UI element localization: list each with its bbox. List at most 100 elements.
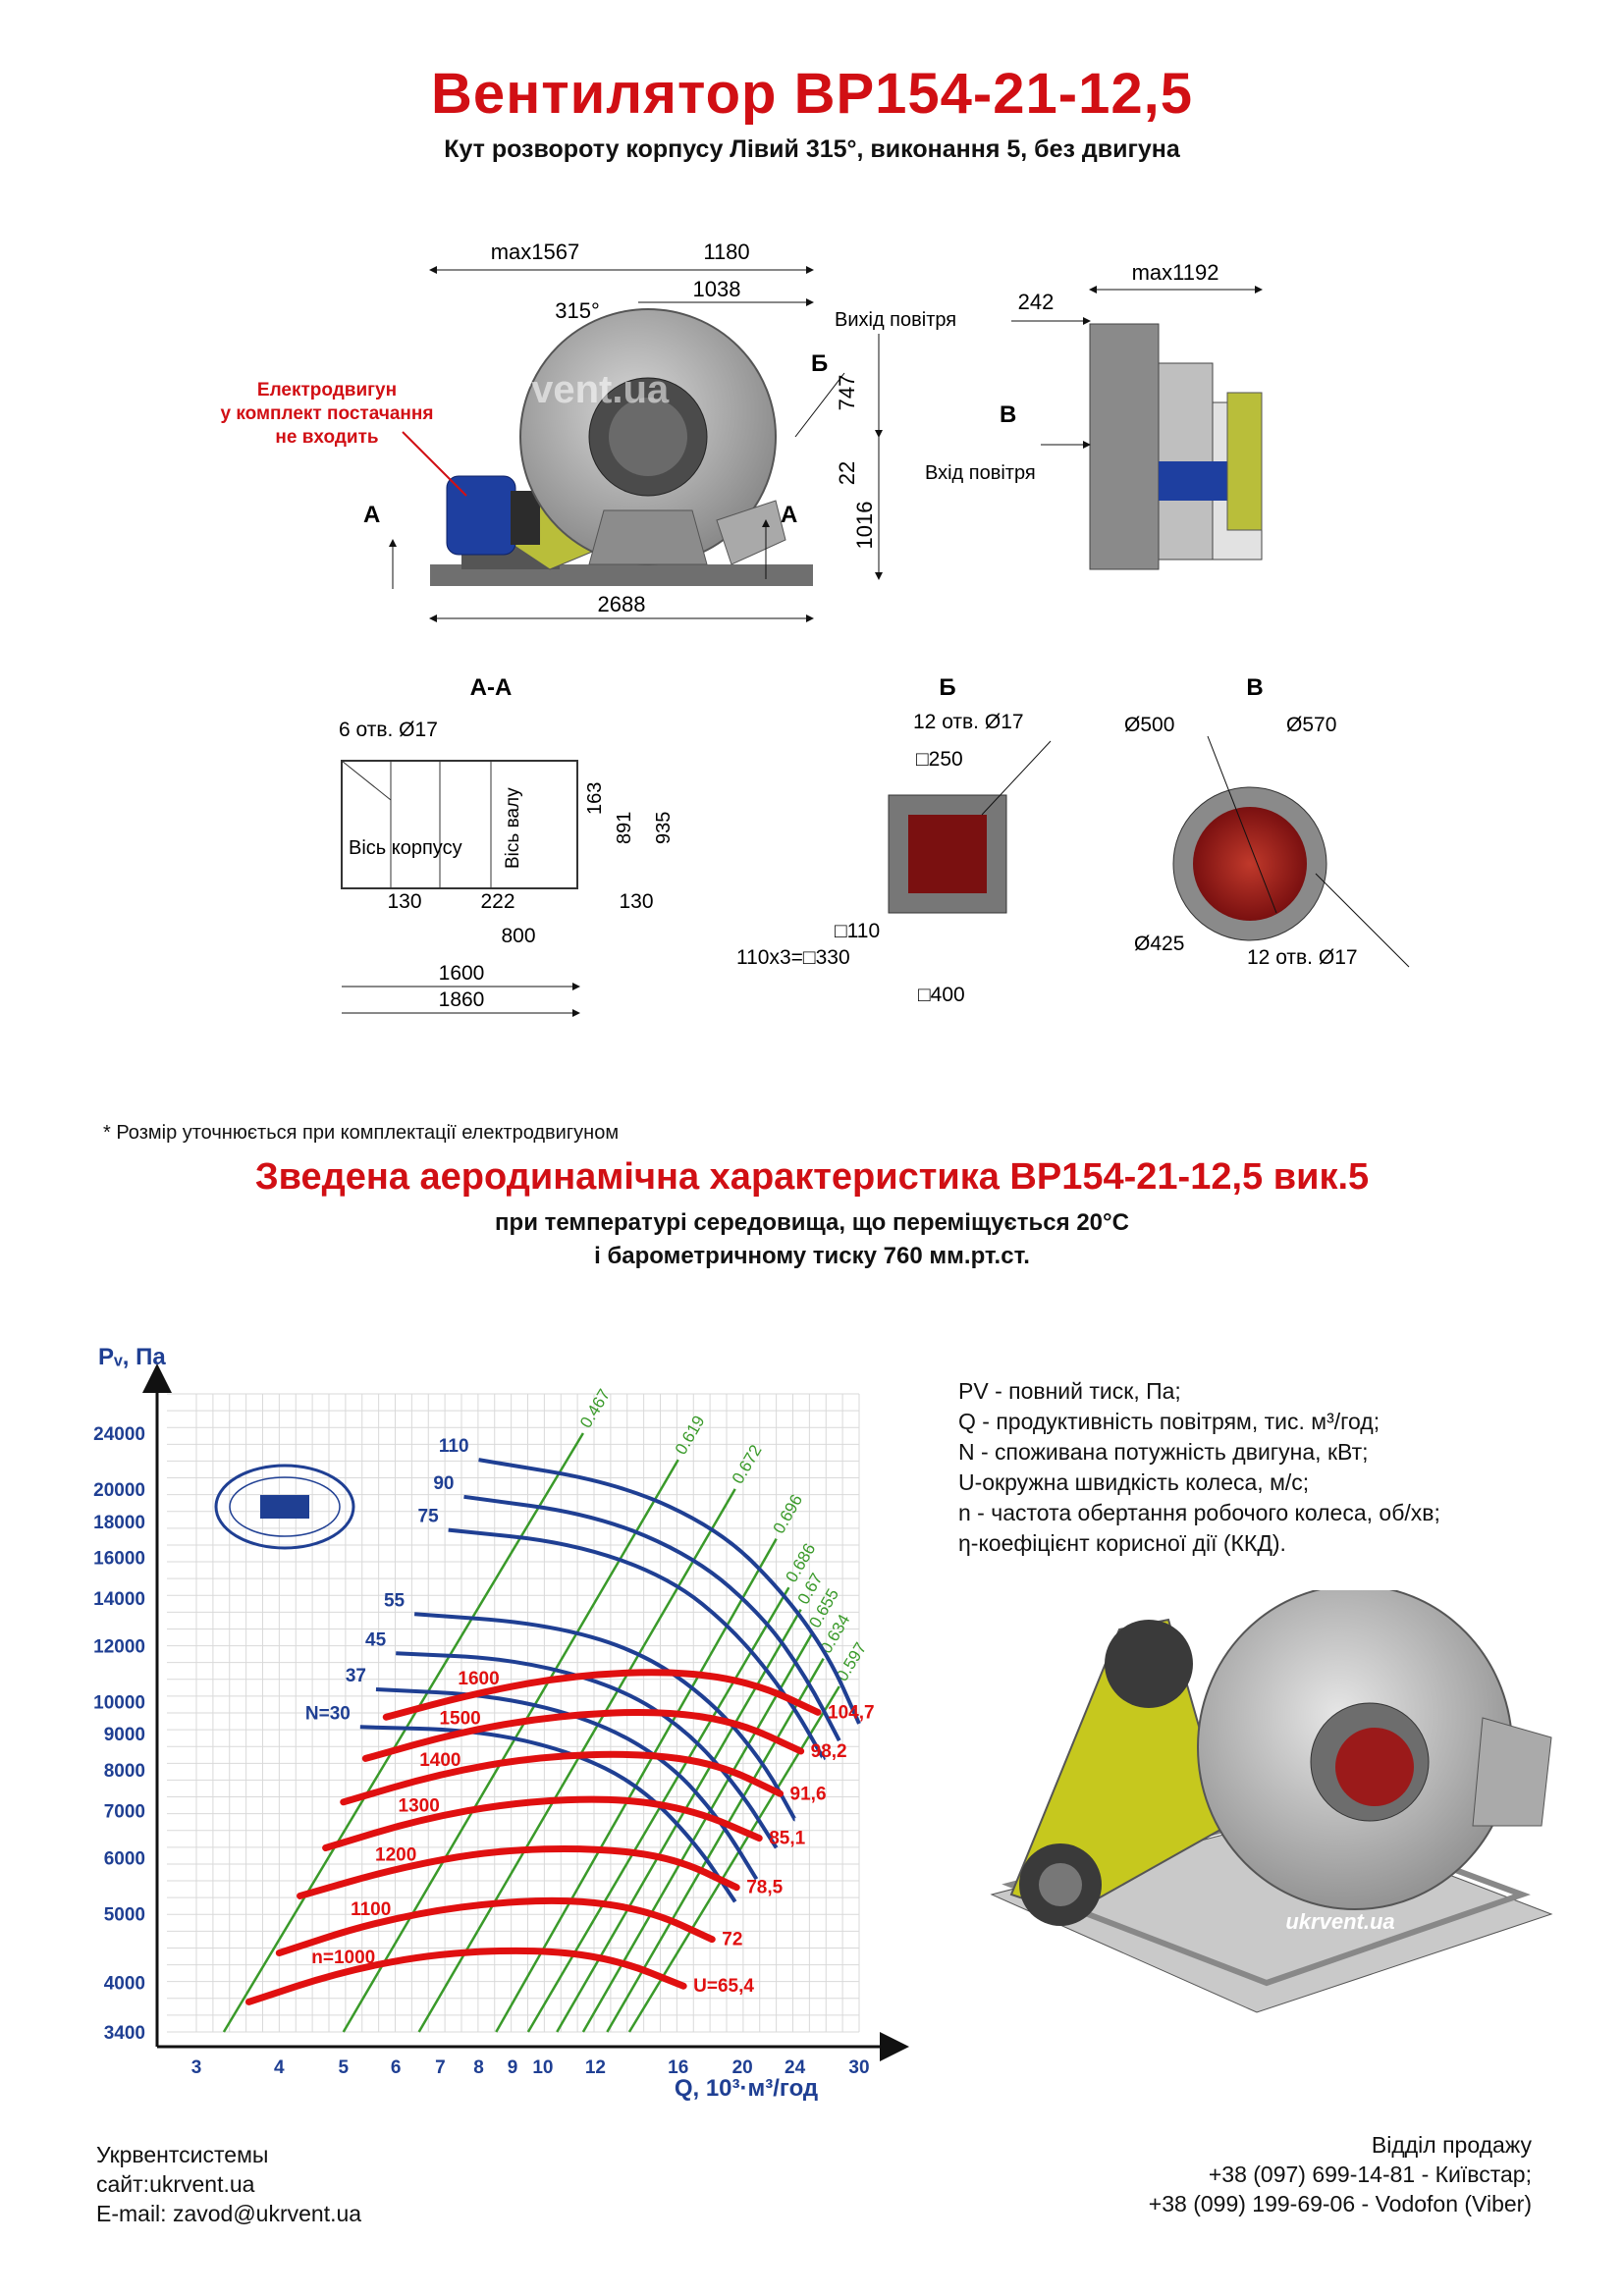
y-tick-label: 8000 [104,1761,145,1782]
x-tick-label: 20 [732,2057,753,2078]
technical-drawings: max1567 1180 1038 315° 747 22 1016 2688 … [221,240,1410,1017]
legend-item: n - частота обертання робочого колеса, о… [958,1500,1440,1525]
dim-1038: 1038 [693,277,741,301]
page-subtitle: Кут розвороту корпусу Лівий 315°, викона… [444,135,1180,163]
footnote: * Розмір уточнюється при комплектації ел… [103,1122,620,1144]
motor-note: Електродвигун у комплект постачання не в… [221,380,467,497]
svg-text:222: 222 [480,890,514,913]
speed-label: 1400 [419,1750,460,1771]
u-label: 78,5 [746,1878,783,1898]
speed-label: 1200 [375,1844,416,1865]
u-label: 72 [722,1930,742,1950]
efficiency-line [222,1432,584,2033]
svg-text:Ø500: Ø500 [1124,714,1174,736]
speed-curve [244,1947,687,2005]
y-tick-label: 18000 [93,1513,145,1533]
efficiency-label: 0.467 [576,1386,614,1431]
svg-text:163: 163 [584,782,606,815]
legend-item: N - споживана потужність двигуна, кВт; [958,1439,1369,1465]
efficiency-line [556,1608,802,2033]
speed-curve [340,1750,785,1806]
speed-curve [297,1844,740,1899]
chart-grid [167,1393,860,2033]
dim-242: 242 [1018,290,1055,314]
y-tick-label: 9000 [104,1725,145,1745]
y-tick-label: 7000 [104,1802,145,1823]
section-a-right: А [781,502,797,528]
u-label: 91,6 [790,1784,827,1804]
efficiency-line [417,1488,736,2033]
svg-text:1860: 1860 [439,988,485,1011]
dim-2688: 2688 [598,592,646,616]
view-b-mark: В [1000,401,1016,428]
section-b-mark: Б [811,350,828,377]
y-tick-label: 20000 [93,1480,145,1501]
chart-title: Зведена аеродинамічна характеристика ВР1… [254,1156,1370,1198]
chart-axes [142,1363,909,2061]
x-tick-label: 5 [338,2057,349,2078]
svg-text:6 отв. Ø17: 6 отв. Ø17 [339,719,438,741]
u-label: U=65,4 [693,1976,754,1997]
fan-illustration: ukrvent.ua [990,1590,1553,2013]
svg-text:12 отв. Ø17: 12 отв. Ø17 [913,711,1024,733]
power-label: 110 [439,1436,469,1457]
outlet-label: Вихід повітря [835,309,956,331]
company-name: Укрвентсистемы [96,2142,269,2167]
watermark: ukrvent.ua [470,368,670,411]
svg-text:935: 935 [653,812,675,844]
svg-text:□250: □250 [916,748,963,771]
x-tick-label: 30 [848,2057,869,2078]
power-curve [359,1725,737,1903]
y-tick-label: 14000 [93,1589,145,1610]
section-a-left: А [363,502,380,528]
svg-text:не входить: не входить [275,427,378,448]
svg-text:у комплект постачання: у комплект постачання [221,403,434,424]
photo-watermark: ukrvent.ua [1285,1909,1394,1934]
speed-curve [322,1795,763,1851]
section-aa: А-А 6 отв. Ø17 Вісь корпусу Вісь валу 16… [339,674,675,1017]
phone-kyivstar[interactable]: +38 (097) 699-14-81 - Київстар; [1208,2162,1532,2187]
section-b: Б 12 отв. Ø17 □250 □110 110х3=□330 □400 [736,674,1052,1006]
svg-text:□400: □400 [918,984,965,1006]
power-curve [396,1651,779,1849]
speed-curves: n=1000U=65,4110072120078,5130085,1140091… [244,1669,875,2005]
speed-label: n=1000 [311,1948,375,1968]
power-curve [448,1527,826,1760]
power-label: 45 [365,1629,387,1650]
dim-1180: 1180 [703,240,749,264]
website-link[interactable]: сайт:ukrvent.ua [96,2171,255,2197]
y-axis-label: Pᵥ, Па [98,1344,166,1370]
chart-stamp [214,1464,355,1550]
inlet-label: Вхід повітря [925,462,1036,484]
power-label: 90 [433,1473,454,1494]
y-tick-label: 10000 [93,1692,145,1713]
chart-subtitle-2: і барометричному тиску 760 мм.рт.ст. [594,1243,1030,1269]
svg-text:130: 130 [387,890,421,913]
phone-vodafone[interactable]: +38 (099) 199-69-06 - Vodofon (Viber) [1148,2191,1532,2216]
aerodynamic-chart: 0.4670.6190.6720.6960.6860.670.6550.6340… [93,1344,909,2101]
speed-label: 1100 [351,1899,391,1920]
email-link[interactable]: E-mail: zavod@ukrvent.ua [96,2201,362,2226]
svg-text:А-А: А-А [470,674,513,701]
x-tick-label: 7 [435,2057,446,2078]
y-tick-label: 16000 [93,1549,145,1570]
svg-text:110х3=□330: 110х3=□330 [736,946,850,969]
dim-22: 22 [835,461,859,485]
footer-contacts: Укрвентсистемы сайт:ukrvent.ua E-mail: z… [96,2140,361,2228]
power-curve [478,1458,861,1725]
dim-max1192: max1192 [1132,260,1219,285]
y-tick-label: 12000 [93,1636,145,1657]
sales-title: Відділ продажу [1371,2132,1532,2158]
power-curve [463,1494,841,1742]
legend-item: U-окружна швидкість колеса, м/с; [958,1469,1310,1495]
dim-1016: 1016 [852,502,877,550]
page-title: Вентилятор ВР154-21-12,5 [431,62,1193,126]
side-view: 242 max1192 Вихід повітря Вхід повітря В [835,260,1263,570]
svg-text:1600: 1600 [439,962,485,985]
chart-legend: PV - повний тиск, Па; Q - продуктивність… [958,1376,1440,1559]
power-label: 75 [418,1507,440,1527]
power-label: 55 [384,1590,406,1611]
svg-text:Ø425: Ø425 [1134,933,1184,955]
y-tick-label: 4000 [104,1973,145,1994]
